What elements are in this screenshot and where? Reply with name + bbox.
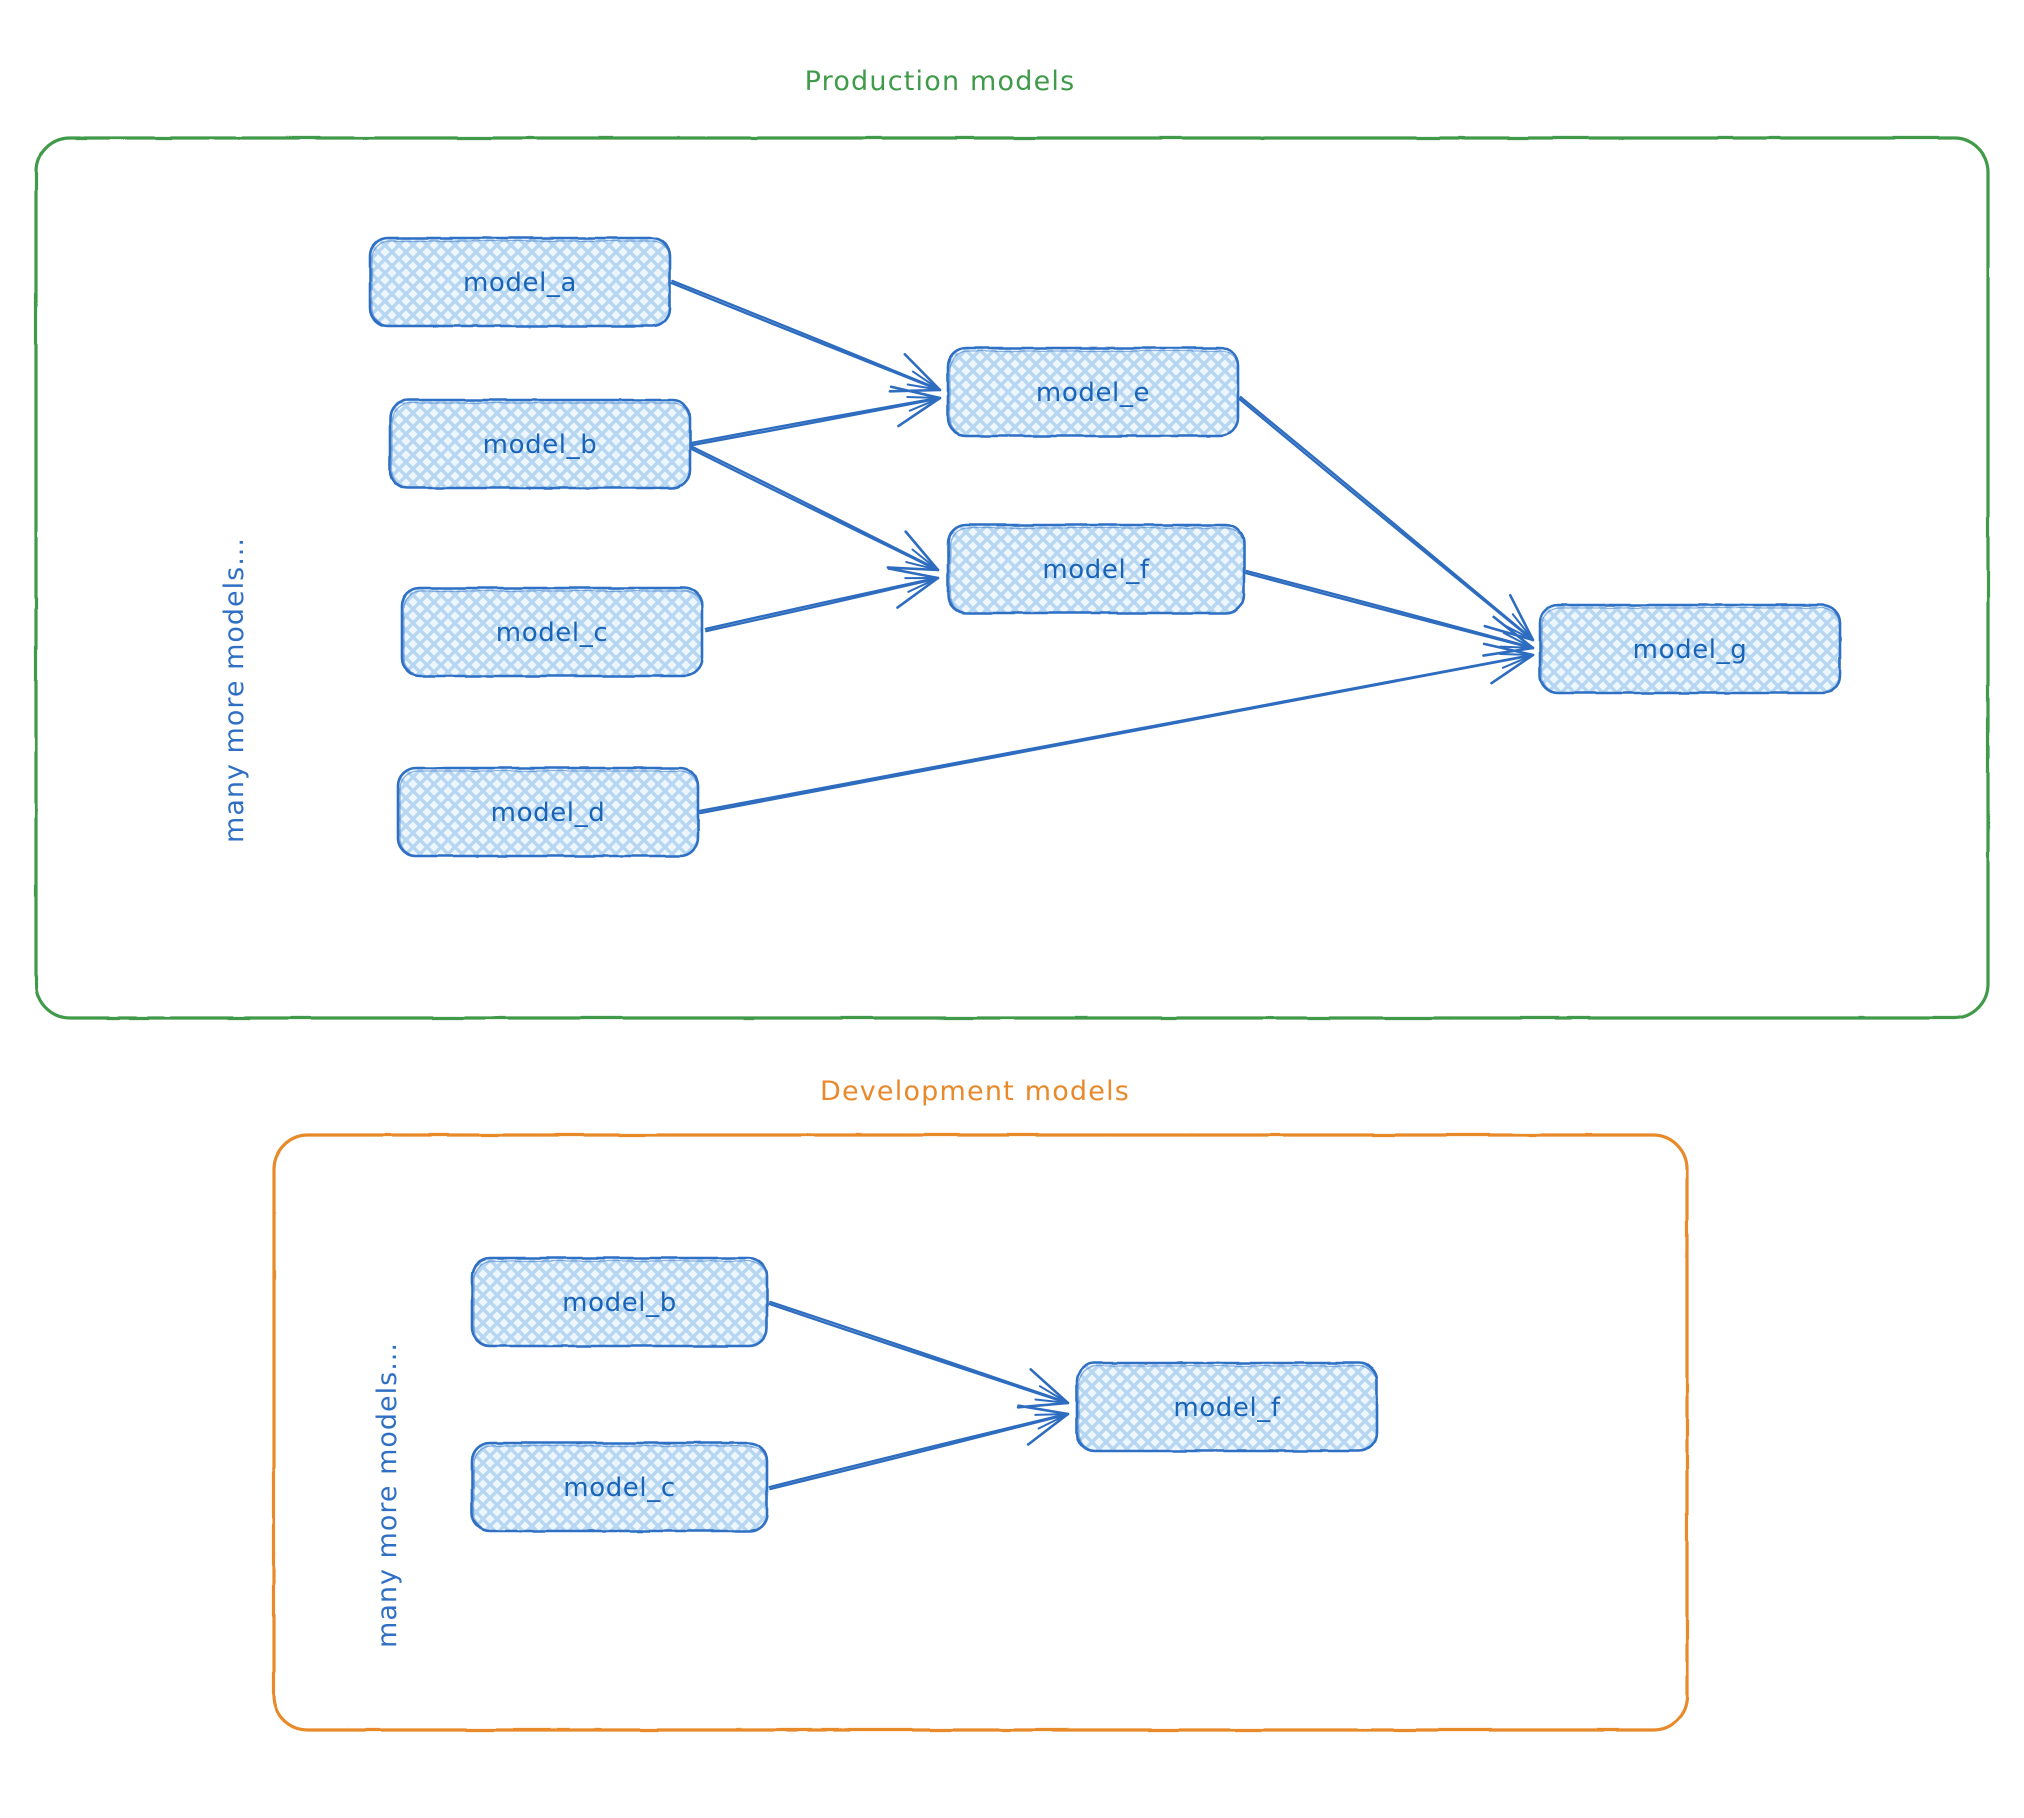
edge-prod_f-to-prod_g [1244,569,1535,657]
node-label: model_c [563,1473,675,1503]
node-prod_b[interactable]: model_b [388,398,692,490]
edge-dev_b-to-dev_f [768,1300,1070,1409]
node-label: model_f [1173,1393,1281,1423]
development-group-title: Development models [820,1076,1130,1107]
node-label: model_c [496,618,608,648]
node-label: model_e [1036,378,1150,408]
node-label: model_f [1042,555,1150,585]
production-group-title: Production models [805,66,1076,97]
group-containers: Production models many more models... De… [34,66,1990,1732]
node-prod_f[interactable]: model_f [946,523,1246,615]
node-label: model_b [562,1288,677,1318]
group-production: Production models many more models... [34,66,1990,1020]
node-label: model_g [1633,635,1748,665]
development-group-border [272,1133,1689,1732]
edge-prod_b-to-prod_f [690,445,940,572]
node-prod_a[interactable]: model_a [368,236,672,328]
group-development: Development models many more models... [272,1076,1689,1732]
node-label: model_d [491,798,606,828]
node-dev_c[interactable]: model_c [470,1441,769,1533]
node-prod_d[interactable]: model_d [396,766,700,858]
node-label: model_a [463,268,577,298]
node-prod_c[interactable]: model_c [400,586,704,678]
edge-prod_a-to-prod_e [670,279,942,393]
edge-prod_c-to-prod_f [704,567,940,633]
node-prod_g[interactable]: model_g [1538,603,1842,695]
node-label: model_b [483,430,598,460]
edge-prod_b-to-prod_e [690,385,942,447]
node-dev_f[interactable]: model_f [1075,1361,1379,1453]
edge-dev_c-to-dev_f [768,1404,1070,1491]
production-many-more-models-note: many more models... [219,537,250,843]
development-many-more-models-note: many more models... [372,1342,403,1648]
node-dev_b[interactable]: model_b [470,1256,769,1348]
production-group-border [34,136,1990,1020]
nodes-layer: model_a model_b model_c model_d model_emodel… [368,236,1842,1533]
edges-layer [670,279,1535,1491]
node-prod_e[interactable]: model_e [946,346,1240,438]
edge-prod_e-to-prod_g [1238,396,1535,642]
edge-prod_d-to-prod_g [698,642,1535,815]
